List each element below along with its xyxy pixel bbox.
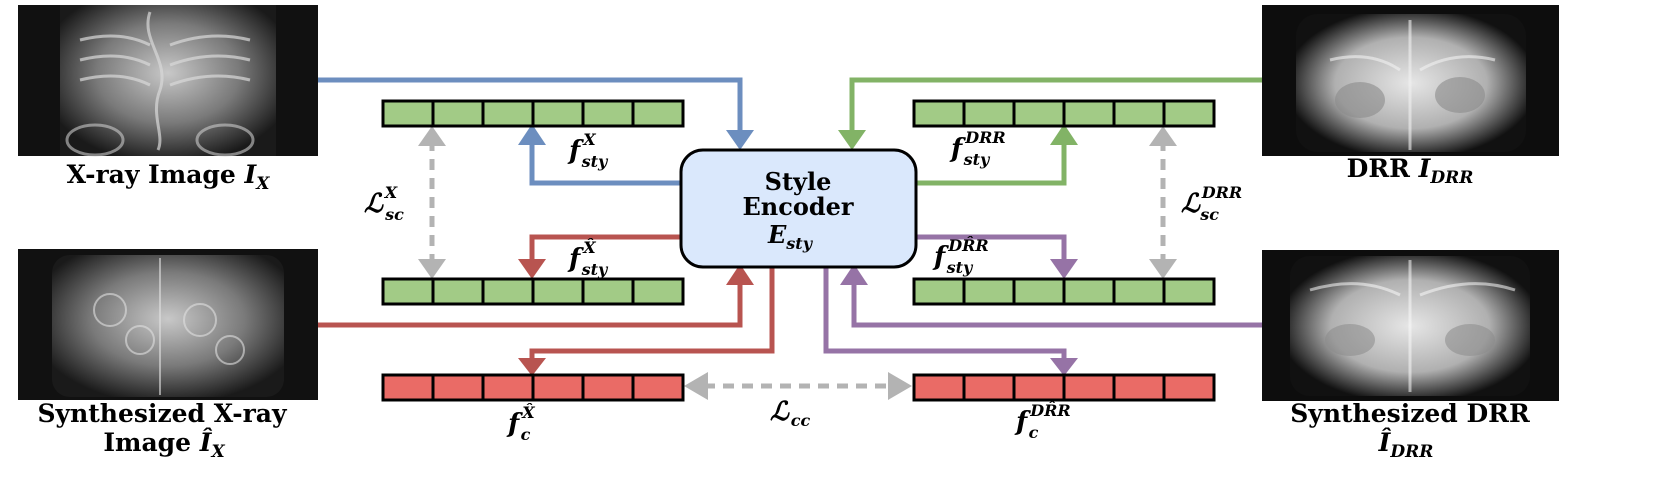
encoder-line2: Encoder (742, 192, 853, 221)
vector-cell (1112, 373, 1166, 402)
synthesized-drr-image (1262, 250, 1559, 401)
drr-caption: DRR IDRR (1347, 154, 1474, 188)
encoder-to-fstydrrhat-arrow (916, 234, 1067, 262)
encoder-to-fcxhat-arrow (529, 268, 775, 362)
synthesized-xray-caption-line1: Synthesized X-ray (37, 399, 287, 428)
vector-cell (581, 277, 635, 306)
synthesized-xray-image (18, 249, 318, 400)
vector-cell (1012, 99, 1066, 128)
vector-cell (381, 99, 435, 128)
vector-cell (912, 99, 966, 128)
vector-cell (531, 373, 585, 402)
feature-vectors (381, 99, 1216, 402)
vector-cell (631, 277, 685, 306)
synxray-to-encoder-arrow (318, 282, 743, 328)
xray-caption: X-ray Image IX (67, 160, 271, 194)
encoder-line1: Style (765, 167, 832, 196)
encoder-to-fcdrrhat-arrow (823, 268, 1067, 362)
vector-cell (531, 277, 585, 306)
arrowheads (518, 124, 1078, 376)
vector-cell (381, 373, 435, 402)
vector-cell (1062, 277, 1116, 306)
drr-image (1262, 5, 1559, 156)
vector-cell (1012, 277, 1066, 306)
vector-cell (962, 373, 1016, 402)
vector-cell (1062, 373, 1116, 402)
vector-cell (431, 277, 485, 306)
vector-cell (531, 99, 585, 128)
vector-f-c-xhat (381, 373, 685, 402)
vector-cell (1162, 277, 1216, 306)
vector-cell (1012, 373, 1066, 402)
vector-cell (1112, 99, 1166, 128)
vector-cell (481, 99, 535, 128)
loss-arrowheads (418, 126, 1177, 400)
synthesized-drr-caption-line2: ÎDRR (1378, 428, 1434, 462)
vector-cell (481, 277, 535, 306)
vector-cell (381, 277, 435, 306)
vector-cell (481, 373, 535, 402)
vector-f-sty-x (381, 99, 685, 128)
vector-f-c-drrhat (912, 373, 1216, 402)
vector-cell (912, 277, 966, 306)
xray-image (18, 5, 318, 157)
vector-cell (962, 99, 1016, 128)
style-encoder: Style Encoder Esty (679, 148, 918, 269)
vector-cell (1162, 373, 1216, 402)
vector-cell (962, 277, 1016, 306)
vector-cell (631, 373, 685, 402)
vector-cell (1112, 277, 1166, 306)
vector-cell (581, 99, 635, 128)
syndrr-to-encoder-arrow (851, 282, 1262, 328)
synthesized-drr-caption-line1: Synthesized DRR (1290, 399, 1530, 428)
xray-to-encoder-arrow (318, 77, 743, 132)
vector-cell (431, 99, 485, 128)
vector-f-sty-xhat (381, 277, 685, 306)
encoder-to-fstydrr-arrow (916, 142, 1067, 186)
vector-f-sty-drrhat (912, 277, 1216, 306)
synthesized-xray-caption-line2: Image ÎX (103, 428, 225, 462)
encoder-to-fstyxhat-arrow (529, 234, 682, 262)
vector-cell (912, 373, 966, 402)
vector-f-sty-drr (912, 99, 1216, 128)
vector-cell (431, 373, 485, 402)
drr-to-encoder-arrow (849, 77, 1262, 132)
vector-cell (631, 99, 685, 128)
vector-cell (1062, 99, 1116, 128)
encoder-symbol: Esty (767, 220, 814, 253)
encoder-to-fstyx-arrow (529, 142, 682, 186)
vector-cell (1162, 99, 1216, 128)
vector-cell (581, 373, 635, 402)
